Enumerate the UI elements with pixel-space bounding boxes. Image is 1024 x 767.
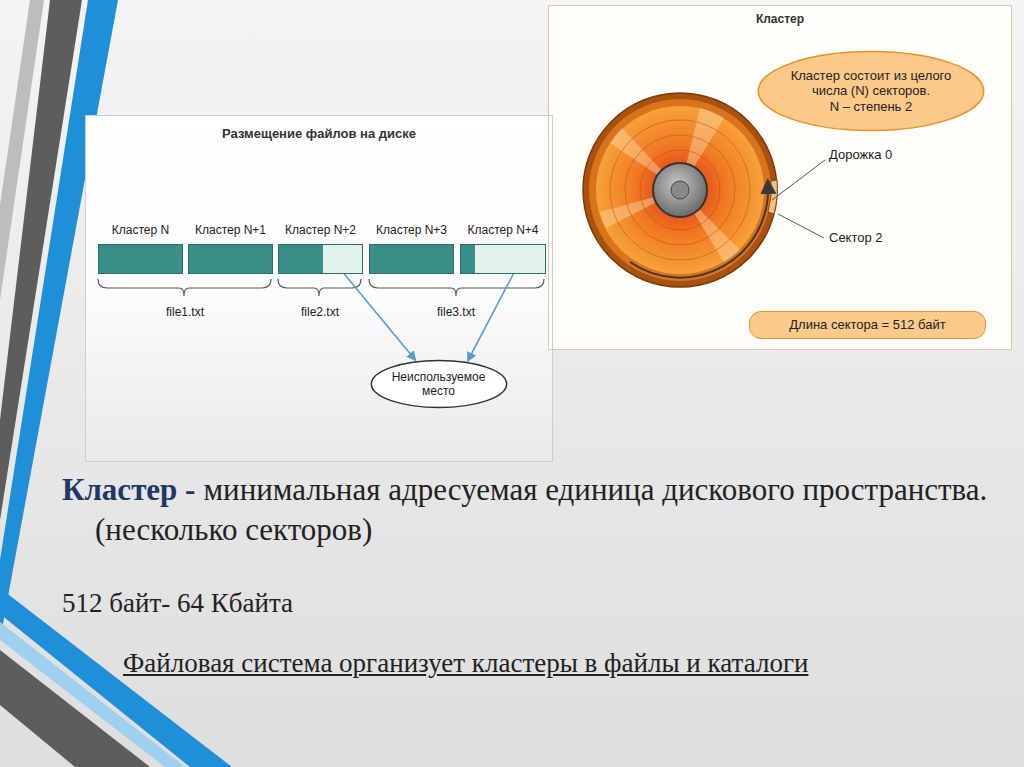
cluster-bar: Кластер N+2 (278, 244, 363, 274)
cluster-label: Кластер N (89, 223, 192, 237)
disk-illustration (583, 93, 777, 287)
cluster-label: Кластер N+3 (360, 223, 463, 237)
text-block: Неиспользуемое место (384, 370, 494, 399)
cluster-label: Кластер N+2 (269, 223, 372, 237)
figure-panel: КластерКластер состоит из целого числа (… (548, 5, 1012, 350)
panel-title: Размещение файлов на диске (86, 126, 552, 141)
ellipse-shape (758, 52, 983, 131)
note: Файловая система организует кластеры в ф… (123, 648, 808, 679)
unused-space-ellipse: Неиспользуемое место (370, 359, 508, 409)
file-braces (98, 279, 544, 296)
text-wrap: Неиспользуемое место (370, 359, 508, 409)
cluster-bar: Кластер N (98, 244, 183, 274)
file-name: file1.txt (166, 305, 204, 319)
cluster-bar: Кластер N+4 (460, 244, 546, 274)
figure-panel: Размещение файлов на дискеКластер NКласт… (85, 115, 553, 462)
panel-ground (548, 5, 1012, 350)
text-wrap: Длина сектора = 512 байт (750, 312, 985, 338)
node-text: Длина сектора = 512 байт (789, 317, 945, 333)
node-text: Кластер состоит из целого числа (N) сект… (784, 68, 959, 99)
definition-paragraph: Кластер -минимальная адресуемая единица … (62, 470, 1017, 551)
leader-line (772, 160, 825, 200)
term: Кластер - (62, 472, 195, 507)
callout-ellipse: Кластер состоит из целого числа (N) сект… (756, 49, 986, 133)
panel-ground (85, 115, 553, 462)
sector-length-box: Длина сектора = 512 байт (749, 311, 986, 339)
file-name: file2.txt (301, 305, 339, 319)
cluster-label: Кластер N+4 (451, 223, 555, 237)
node-text: N – степень 2 (784, 99, 959, 115)
cluster-bar: Кластер N+3 (369, 244, 454, 274)
text-wrap: Кластер состоит из целого числа (N) сект… (756, 49, 986, 133)
part-label: Сектор 2 (829, 230, 883, 245)
ellipse-shape (371, 361, 506, 408)
decor-stripe (0, 622, 185, 767)
file-name: file3.txt (437, 305, 475, 319)
text-block: Длина сектора = 512 байт (789, 317, 945, 333)
leader-line (778, 214, 824, 238)
cluster-bar: Кластер N+1 (188, 244, 273, 274)
size-range: 512 байт- 64 Кбайта (62, 588, 293, 619)
connector-arrow (344, 274, 415, 360)
text-block: Кластер состоит из целого числа (N) сект… (784, 68, 959, 115)
node-text: Неиспользуемое место (384, 370, 494, 399)
definition: минимальная адресуемая единица дискового… (95, 472, 987, 547)
panel-title: Кластер (549, 12, 1011, 26)
cluster-label: Кластер N+1 (179, 223, 282, 237)
part-label: Дорожка 0 (829, 147, 892, 162)
